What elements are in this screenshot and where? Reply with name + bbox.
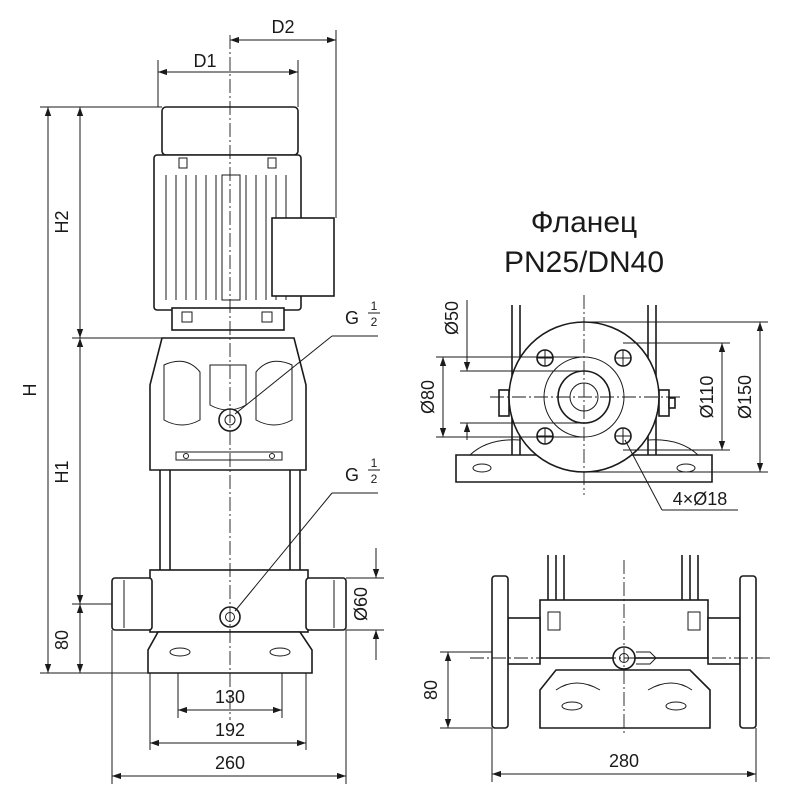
lower-port-numerator: 1 [371, 456, 378, 470]
flange-title: Фланец [531, 206, 637, 239]
dim-dia60-label: Ø60 [351, 587, 371, 621]
motor-mount [171, 307, 285, 331]
side-left-flange [491, 575, 509, 729]
side-view [470, 555, 770, 735]
flange-view [455, 295, 713, 495]
dim-dia50-label: Ø50 [442, 301, 462, 335]
side-foot [539, 669, 711, 729]
dim-280-label: 280 [609, 751, 639, 771]
dim-d1-label: D1 [193, 51, 216, 71]
dim-h-label: H [20, 384, 40, 397]
side-right-flange [739, 575, 757, 729]
front-view [111, 35, 347, 720]
dim-dia110-label: Ø110 [697, 376, 717, 419]
flange-spec: PN25/DN40 [504, 246, 664, 279]
dim-130-label: 130 [215, 687, 245, 707]
left-nut [498, 389, 510, 417]
dim-192-label: 192 [215, 720, 245, 740]
side-right-pipe [707, 617, 741, 665]
upper-port-numerator: 1 [371, 299, 378, 313]
front-dimensions: D2 D1 H H2 H1 80 130 192 260 [20, 17, 384, 784]
dim-h2-label: H2 [52, 210, 72, 233]
dim-260-label: 260 [215, 753, 245, 773]
dim-dia80-label: Ø80 [418, 380, 438, 414]
upper-port-denominator: 2 [371, 315, 378, 329]
pump-head [149, 337, 307, 471]
outlet-pipe [305, 577, 347, 631]
dim-dia150-label: Ø150 [735, 375, 755, 419]
upper-port-letter: G [345, 308, 359, 328]
side-left-pipe [507, 617, 541, 665]
dim-h1-label: H1 [52, 460, 72, 483]
lower-port-denominator: 2 [371, 472, 378, 486]
dim-side-80-label: 80 [421, 680, 441, 700]
lower-port-letter: G [345, 465, 359, 485]
inlet-pipe [111, 577, 153, 631]
dim-d2-label: D2 [271, 17, 294, 37]
side-dimensions: 80 280 [421, 651, 757, 782]
dim-holes-label: 4×Ø18 [673, 489, 728, 509]
terminal-box [271, 217, 335, 297]
right-nut [658, 389, 670, 417]
flange-dimensions: Ø50 Ø80 Ø110 Ø150 4×Ø18 [418, 300, 768, 511]
dim-front-80-label: 80 [52, 630, 72, 650]
